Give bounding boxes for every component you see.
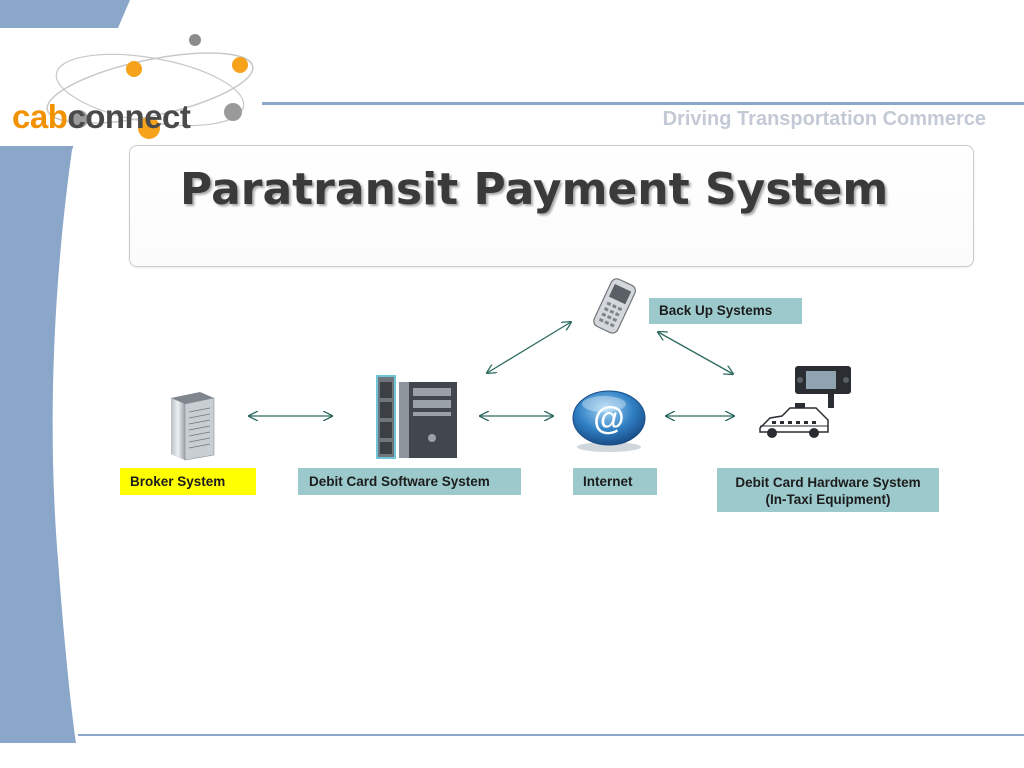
title-panel (129, 145, 974, 267)
cell-phone-icon (593, 278, 636, 334)
hardware-label-line2: (In-Taxi Equipment) (765, 492, 891, 507)
hardware-label-line1: Debit Card Hardware System (735, 475, 921, 490)
footer-rule (78, 734, 1024, 736)
logo-connect: connect (67, 98, 191, 135)
backup-systems-label: Back Up Systems (649, 298, 802, 324)
debit-card-hardware-label: Debit Card Hardware System (In-Taxi Equi… (717, 468, 939, 512)
logo-wordmark: cabconnect (12, 98, 191, 135)
server-icon (171, 392, 215, 461)
header-rule (262, 102, 1024, 105)
at-glyph: @ (593, 400, 624, 436)
arrow-software-backup (487, 322, 571, 373)
cabconnect-logo: cabconnect (0, 28, 262, 146)
arrow-backup-hardware (658, 332, 733, 374)
email-at-icon (572, 390, 646, 452)
broker-system-label: Broker System (120, 468, 256, 495)
internet-label: Internet (573, 468, 657, 495)
tagline: Driving Transportation Commerce (662, 108, 986, 130)
taxi-terminal-icon (759, 366, 851, 438)
computer-tower-icon (376, 375, 457, 459)
logo-cab: cab (12, 98, 68, 135)
page-title: Paratransit Payment System (180, 164, 889, 215)
logo-orbit-graphic (0, 28, 262, 146)
debit-card-software-label: Debit Card Software System (298, 468, 521, 495)
